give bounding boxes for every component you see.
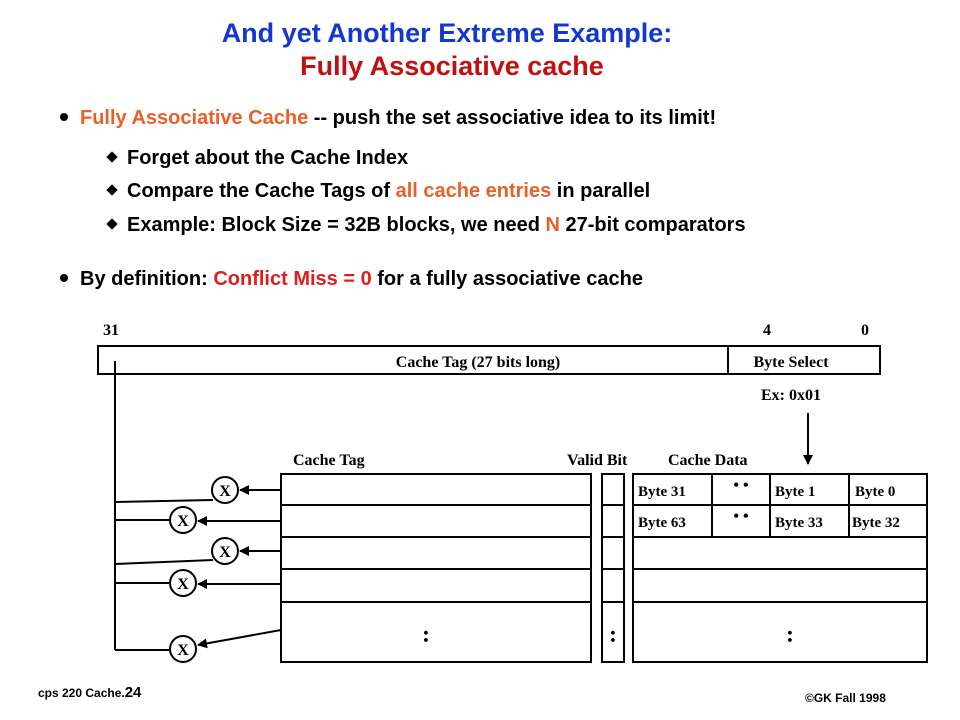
comparator-icon [169,635,197,663]
bus-to-comparator [114,559,214,565]
bullet-highlight: Fully Associative Cache [80,107,309,129]
comparator-icon [211,476,239,504]
comparator-label: X [177,576,189,593]
subbullet-text: in parallel [551,180,651,202]
slide-subtitle: Fully Associative cache [300,51,604,81]
comparator-label: X [219,483,231,500]
comparator-icon [169,569,197,597]
bullet-dot-icon [60,273,68,282]
footer-course: cps 220 Cache.24 [38,684,141,701]
bit-label-0: 0 [861,322,869,339]
subbullet-compare-tags: Compare the Cache Tags of all cache entr… [106,180,651,203]
tag-array-rows [281,504,591,603]
subbullet-highlight: all cache entries [395,180,552,202]
comparator-label: X [177,642,189,659]
bit-label-4: 4 [763,322,771,339]
address-register [97,345,881,375]
cell-dots: • • [733,477,748,494]
example-label: Ex: 0x01 [761,387,821,404]
bullet-text: By definition: [80,268,214,290]
bullet-text: -- push the set associative idea to its … [308,107,717,129]
cell-byte-31: Byte 31 [638,484,686,500]
slide-number: 24 [124,684,142,701]
subbullet-text: 27-bit comparators [559,214,746,236]
valid-bit-rows [602,504,624,603]
data-ellipsis: : [786,622,794,648]
cell-byte-1: Byte 1 [775,484,815,500]
bullet-conflict-miss: By definition: Conflict Miss = 0 for a f… [60,268,643,291]
bullet-highlight: Conflict Miss = 0 [213,268,372,290]
comparator-label: X [219,544,231,561]
subbullet-forget-index: Forget about the Cache Index [106,147,409,170]
bus-to-comparator [114,499,214,503]
cell-dots: • • [733,508,748,525]
cell-byte-0: Byte 0 [855,484,895,500]
bullet-text: for a fully associative cache [371,268,643,290]
cell-byte-63: Byte 63 [638,515,686,531]
subbullet-text: Forget about the Cache Index [127,147,409,169]
comparator-icon [169,506,197,534]
footer-copyright: ©GK Fall 1998 [805,691,886,705]
cell-byte-33: Byte 33 [775,515,823,531]
bullet-dot-icon [60,112,68,121]
tag-to-comparator [197,629,282,649]
comparator-icon [211,537,239,565]
header-cache-tag: Cache Tag [293,452,365,469]
tag-ellipsis: : [422,622,430,648]
cache-tag-field: Cache Tag (27 bits long) [396,354,560,371]
subbullet-text: Example: Block Size = 32B blocks, we nee… [127,214,546,236]
cell-byte-32: Byte 32 [852,515,900,531]
byte-select-field: Byte Select [753,354,829,371]
subbullet-example: Example: Block Size = 32B blocks, we nee… [106,214,746,237]
slide-title: And yet Another Extreme Example: [221,18,673,48]
subbullet-highlight: N [545,214,560,236]
comparator-label: X [177,513,189,530]
bullet-fully-associative: Fully Associative Cache -- push the set … [60,107,716,130]
valid-ellipsis: : [609,622,617,648]
header-cache-data: Cache Data [668,452,748,469]
header-valid-bit: Valid Bit [567,452,628,469]
bit-label-31: 31 [103,322,119,339]
data-array-grid [633,474,927,603]
footer-course-label: cps 220 Cache. [38,686,125,700]
subbullet-text: Compare the Cache Tags of [127,180,396,202]
